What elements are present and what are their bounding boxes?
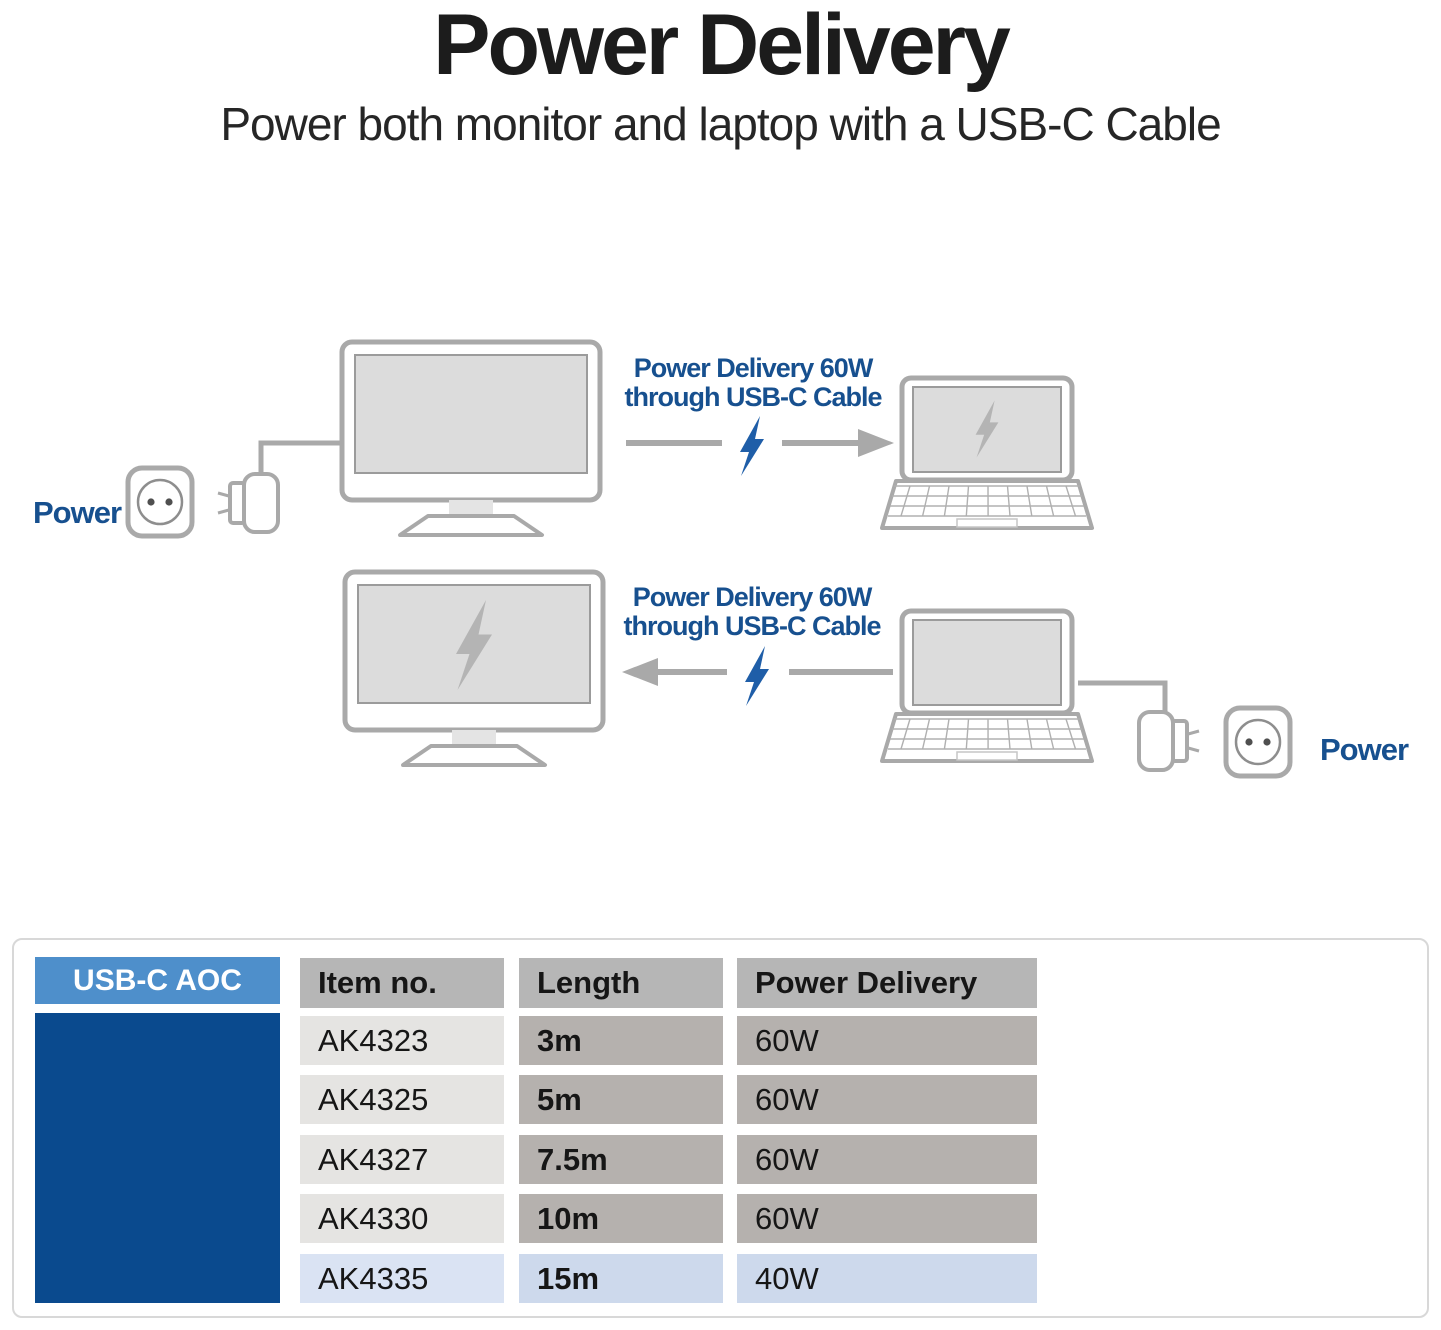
caption-bottom-line2: through USB-C Cable (624, 611, 882, 641)
laptop-icon (882, 611, 1092, 761)
length-cell: 7.5m (519, 1135, 723, 1184)
monitor-charging (345, 572, 603, 765)
monitor-icon (342, 342, 600, 535)
spec-table-card: USB-C AOC Item no. Length Power Delivery… (12, 938, 1429, 1318)
diagram-bottom: Power Delivery 60W through USB-C Cable P… (345, 572, 1410, 776)
power-label-left: Power (33, 495, 122, 530)
length-cell: 5m (519, 1075, 723, 1124)
power-label-right: Power (1320, 732, 1409, 767)
lightning-bolt-icon (745, 646, 769, 706)
arrow-right (626, 429, 894, 457)
caption-top-line1: Power Delivery 60W (634, 353, 874, 383)
column-header-power: Power Delivery (737, 958, 1037, 1008)
diagram-top: Power Power Delivery 60W through USB-C C… (33, 342, 1092, 536)
power-cable (1078, 680, 1168, 713)
item-no-cell: AK4325 (300, 1075, 504, 1124)
length-cell: 3m (519, 1016, 723, 1065)
table-row-highlighted: AK4335 15m 40W (300, 1254, 1040, 1303)
table-row: AK4323 3m 60W (300, 1016, 1040, 1065)
power-cell: 40W (737, 1254, 1037, 1303)
table-row: AK4330 10m 60W (300, 1194, 1040, 1243)
power-cell: 60W (737, 1075, 1037, 1124)
page-subtitle: Power both monitor and laptop with a USB… (220, 98, 1221, 150)
power-adapter-icon (1137, 710, 1201, 772)
power-cable (258, 440, 345, 474)
column-header-length: Length (519, 958, 723, 1008)
arrow-left (622, 658, 893, 686)
table-header-row: Item no. Length Power Delivery (300, 958, 1040, 1008)
column-header-item: Item no. (300, 958, 504, 1008)
brand-color-block (35, 1013, 280, 1303)
wall-outlet-icon (1226, 708, 1290, 776)
power-cell: 60W (737, 1016, 1037, 1065)
power-cell: 60W (737, 1194, 1037, 1243)
item-no-cell: AK4323 (300, 1016, 504, 1065)
item-no-cell: AK4330 (300, 1194, 504, 1243)
length-cell: 10m (519, 1194, 723, 1243)
length-cell: 15m (519, 1254, 723, 1303)
page-title: Power Delivery (433, 0, 1011, 93)
caption-top-line2: through USB-C Cable (625, 382, 883, 412)
power-delivery-diagram: Power Power Delivery 60W through USB-C C… (33, 330, 1410, 800)
power-adapter-icon (216, 472, 280, 534)
item-no-cell: AK4327 (300, 1135, 504, 1184)
table-row: AK4327 7.5m 60W (300, 1135, 1040, 1184)
item-no-cell: AK4335 (300, 1254, 504, 1303)
lightning-bolt-icon (740, 416, 764, 476)
caption-bottom-line1: Power Delivery 60W (633, 582, 873, 612)
product-label: USB-C AOC (35, 957, 280, 1004)
laptop-charging (882, 378, 1092, 528)
power-cell: 60W (737, 1135, 1037, 1184)
table-row: AK4325 5m 60W (300, 1075, 1040, 1124)
wall-outlet-icon (128, 468, 192, 536)
